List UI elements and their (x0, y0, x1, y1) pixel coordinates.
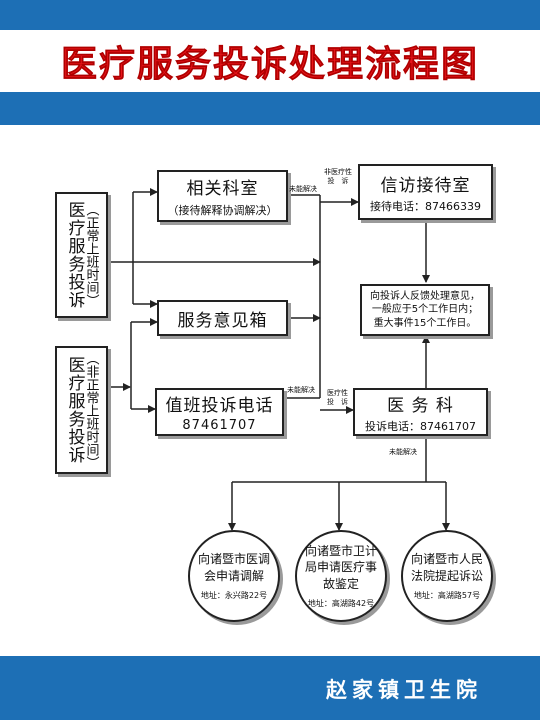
source-offhours-main: 医疗服务投诉 (64, 356, 85, 464)
tag-medical-line-2: 投 诉 (327, 398, 348, 407)
node-suggestion-box: 服务意见箱 (157, 300, 288, 336)
node-related-department-title: 相关科室 (186, 179, 259, 199)
node-duty-phone-title: 值班投诉电话 (165, 396, 274, 416)
tag-non-medical-line-1: 非医疗性 (324, 168, 352, 176)
source-normal-sub: （正常上班时间） (83, 203, 99, 307)
node-medical-office-title: 医 务 科 (387, 395, 454, 416)
node-petition-office: 信访接待室 接待电话：87466339 (358, 164, 493, 220)
outcome-mediation-address: 地址：永兴路22号 (200, 590, 268, 600)
tag-medical: 医疗性 投 诉 (327, 389, 348, 407)
source-offhours-sub: （非正常上班时间） (83, 351, 99, 469)
outcome-appraisal-title: 向诸暨市卫计局申请医疗事故鉴定 (304, 544, 377, 591)
footer-band: 赵家镇卫生院 (0, 656, 540, 720)
outcome-mediation: 向诸暨市医调会申请调解 地址：永兴路22号 (188, 530, 280, 622)
source-normal-hours: 医疗服务投诉 （正常上班时间） (55, 192, 108, 318)
node-medical-office: 医 务 科 投诉电话：87461707 (353, 388, 488, 436)
node-feedback-line-2: 一般应于5个工作日内； (371, 304, 479, 316)
node-petition-office-phone: 接待电话：87466339 (370, 199, 481, 213)
node-duty-phone-number: 87461707 (182, 418, 257, 433)
node-duty-phone: 值班投诉电话 87461707 (155, 388, 284, 436)
outcome-appraisal: 向诸暨市卫计局申请医疗事故鉴定 地址：高湖路42号 (295, 530, 387, 622)
outcome-lawsuit: 向诸暨市人民法院提起诉讼 地址：高湖路57号 (401, 530, 493, 622)
tag-unresolved-phone: 未能解决 (287, 386, 315, 394)
node-related-department-sub: （接待解释协调解决） (167, 204, 278, 217)
node-feedback-line-1: 向投诉人反馈处理意见， (370, 290, 480, 302)
outcome-lawsuit-title: 向诸暨市人民法院提起诉讼 (410, 552, 483, 583)
tag-non-medical: 非医疗性 投 诉 (324, 168, 352, 186)
node-medical-office-phone: 投诉电话：87461707 (365, 419, 476, 433)
tag-non-medical-line-2: 投 诉 (327, 177, 349, 186)
node-related-department: 相关科室 （接待解释协调解决） (157, 170, 288, 222)
source-normal-main: 医疗服务投诉 (64, 201, 85, 309)
title-band: 医疗服务投诉处理流程图 (0, 30, 540, 92)
node-suggestion-box-title: 服务意见箱 (177, 310, 268, 331)
footer-organization: 赵家镇卫生院 (326, 678, 482, 702)
node-feedback: 向投诉人反馈处理意见， 一般应于5个工作日内； 重大事件15个工作日。 (360, 284, 490, 336)
outcome-mediation-title: 向诸暨市医调会申请调解 (197, 552, 270, 583)
page-title: 医疗服务投诉处理流程图 (60, 44, 479, 86)
tag-unresolved-medical: 未能解决 (389, 448, 417, 456)
outcome-lawsuit-address: 地址：高湖路57号 (413, 590, 481, 600)
source-offhours: 医疗服务投诉 （非正常上班时间） (55, 346, 108, 474)
node-petition-office-title: 信访接待室 (380, 175, 471, 196)
node-feedback-line-3: 重大事件15个工作日。 (373, 317, 477, 329)
tag-unresolved-dept: 未能解决 (289, 185, 317, 193)
tag-medical-line-1: 医疗性 (327, 389, 348, 397)
outcome-appraisal-address: 地址：高湖路42号 (307, 598, 375, 608)
